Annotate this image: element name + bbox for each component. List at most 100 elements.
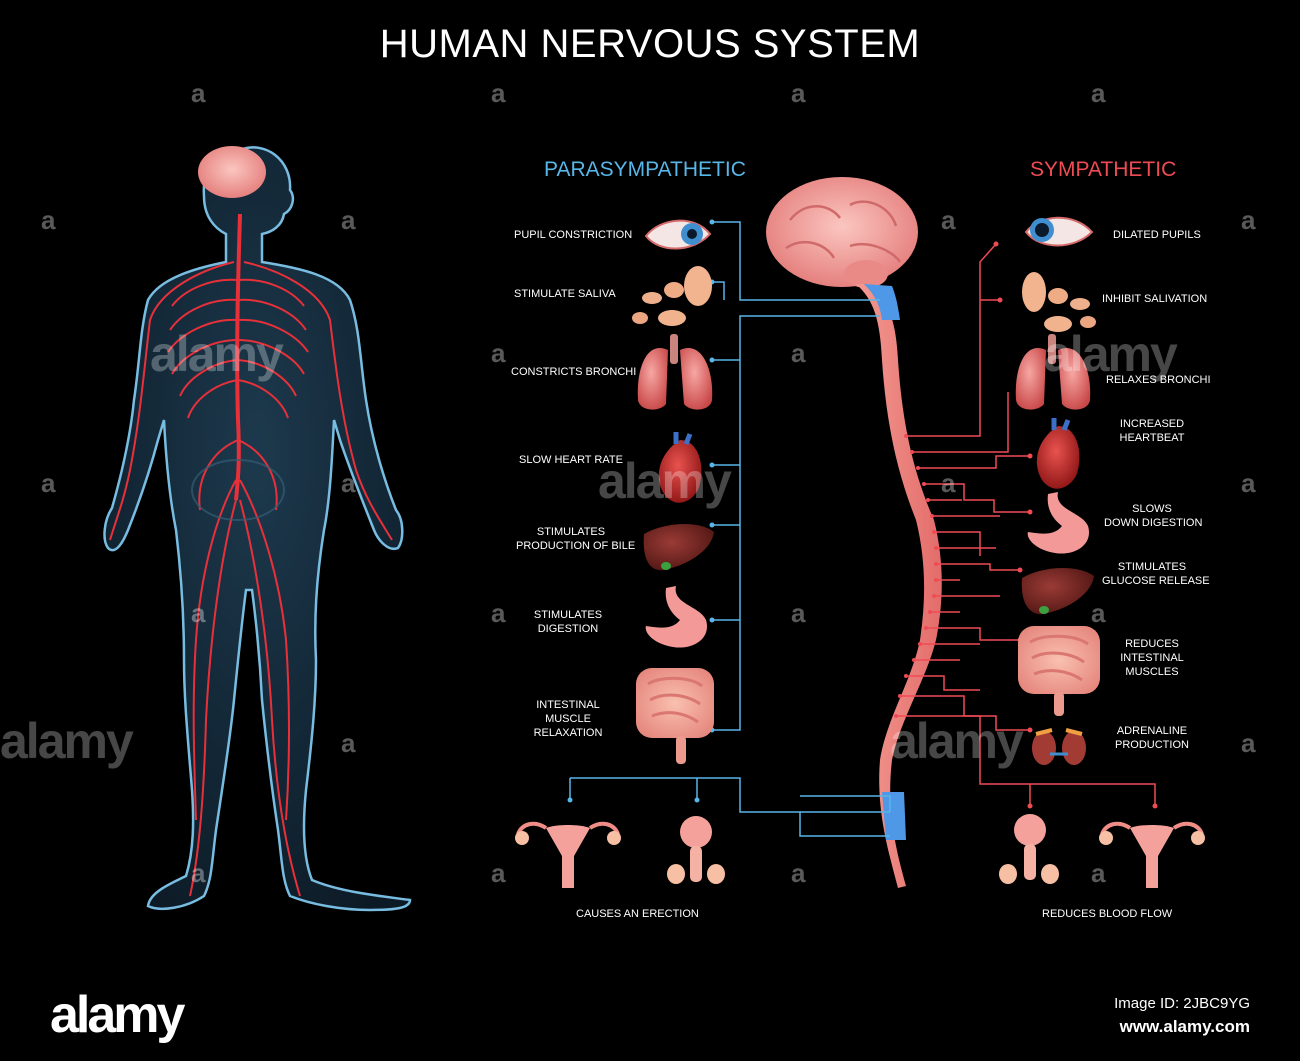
watermark-a: a [491,338,506,368]
para-label-heart: SLOW HEART RATE [519,454,623,466]
symp-heart-icon [1036,418,1080,489]
alamy-logo: alamy [50,986,185,1044]
para-stomach-icon [645,586,708,648]
symp-label-pupils: DILATED PUPILS [1113,229,1201,241]
watermark-a: a [1091,858,1106,888]
symp-label-bronchi: RELAXES BRONCHI [1106,374,1211,386]
watermark-a: a [491,858,506,888]
body-brain [198,146,266,198]
para-label-bile: STIMULATES PRODUCTION OF BILE [516,525,636,553]
para-label-digestion-line2: DIGESTION [537,623,599,635]
symp-label-adrenaline-line2: PRODUCTION [1115,739,1189,751]
symp-intestines-icon [1018,626,1100,716]
para-female-reproductive-icon [515,821,621,888]
watermark-a: a [341,468,356,498]
watermark-alamy: alamy [150,326,284,382]
para-label-erection: CAUSES AN ERECTION [576,908,699,920]
parasympathetic-connectors [569,221,891,837]
watermark-a: a [791,858,806,888]
body-silhouette [103,146,412,912]
para-liver-icon [643,523,714,571]
body-pelvis [191,459,285,521]
page-title: HUMAN NERVOUS SYSTEM [379,22,921,66]
symp-label-digestion-line2: DOWN DIGESTION [1104,517,1203,529]
watermark-a: a [41,468,56,498]
watermark-alamy: alamy [0,713,134,769]
watermark-a: a [1091,598,1106,628]
watermark-a: a [341,205,356,235]
parasympathetic-heading: PARASYMPATHETIC [544,158,746,181]
watermark-a: a [491,598,506,628]
sympathetic-connector-dots [894,241,1158,809]
body-rib-nerves [167,278,309,419]
symp-male-reproductive-icon [999,814,1059,884]
watermark-a: a [41,205,56,235]
para-salivary-gland-icon [632,266,712,326]
para-eye-icon [644,219,712,250]
symp-label-glucose-line2: GLUCOSE RELEASE [1102,575,1210,587]
symp-label-intestinal-line1: REDUCES [1125,638,1179,650]
watermark-alamy: alamy [598,453,732,509]
watermark-a: a [791,338,806,368]
para-label-bile-line2: PRODUCTION OF BILE [516,540,636,552]
para-label-intestinal: INTESTINAL MUSCLE RELAXATION [528,698,608,740]
para-label-saliva: STIMULATE SALIVA [514,288,616,300]
symp-label-digestion: SLOWS DOWN DIGESTION [1104,502,1203,530]
watermark-alamy: alamy [890,713,1024,769]
sympathetic-heading: SYMPATHETIC [1030,158,1177,181]
watermark-a: a [191,78,206,108]
watermark-a: a [1241,468,1256,498]
spine-sacral-highlight [882,792,906,840]
symp-label-heartbeat-line1: INCREASED [1119,418,1185,430]
spinal-cord [856,284,942,888]
watermark-alamy: alamy [1044,326,1178,382]
symp-label-heartbeat: INCREASED HEARTBEAT [1112,417,1192,445]
para-label-pupil: PUPIL CONSTRICTION [514,229,633,241]
symp-label-blood-flow: REDUCES BLOOD FLOW [1042,908,1173,920]
watermark-a: a [341,728,356,758]
para-label-digestion: STIMULATES DIGESTION [528,608,608,636]
symp-liver-icon [1021,567,1094,615]
para-label-bile-line1: STIMULATES [536,526,606,538]
para-label-bronchi: CONSTRICTS BRONCHI [511,366,637,378]
body-spinal-cord [234,213,242,501]
symp-label-adrenaline: ADRENALINE PRODUCTION [1112,724,1192,752]
para-label-intestinal-line1: INTESTINAL [536,699,600,711]
symp-adrenal-kidney-icon [1032,728,1086,765]
watermark-a: a [791,598,806,628]
symp-stomach-icon [1027,492,1090,554]
symp-label-adrenaline-line1: ADRENALINE [1116,725,1188,737]
symp-label-glucose: STIMULATES GLUCOSE RELEASE [1102,560,1210,588]
symp-label-intestinal-line3: MUSCLES [1125,666,1179,678]
para-label-digestion-line1: STIMULATES [533,609,603,621]
symp-label-glucose-line1: STIMULATES [1117,561,1187,573]
symp-salivary-gland-icon [1022,272,1096,332]
para-lungs-icon [637,334,713,410]
watermark-a: a [941,205,956,235]
symp-label-intestinal: REDUCES INTESTINAL MUSCLES [1112,637,1192,679]
human-body-figure [103,146,412,912]
symp-label-salivation: INHIBIT SALIVATION [1102,293,1208,305]
watermark-a: a [191,598,206,628]
symp-female-reproductive-icon [1099,821,1205,888]
para-label-intestinal-line2: MUSCLE [545,713,591,725]
watermark-a: a [941,468,956,498]
symp-label-heartbeat-line2: HEARTBEAT [1119,432,1185,444]
para-male-reproductive-icon [667,816,725,884]
image-id-text: Image ID: 2JBC9YG [1114,995,1250,1012]
watermark-a: a [1241,205,1256,235]
spine-cervical-highlight [864,284,900,320]
watermark-a: a [791,78,806,108]
symp-label-digestion-line1: SLOWS [1132,503,1172,515]
symp-lungs-icon [1015,334,1091,410]
symp-label-intestinal-line2: INTESTINAL [1120,652,1184,664]
symp-eye-icon [1024,216,1094,247]
para-label-intestinal-line3: RELAXATION [533,727,603,739]
central-brain [766,177,918,288]
site-url-text: www.alamy.com [1119,1017,1250,1036]
watermark-a: a [1241,728,1256,758]
watermark-a: a [1091,78,1106,108]
sympathetic-connectors [896,243,1156,806]
